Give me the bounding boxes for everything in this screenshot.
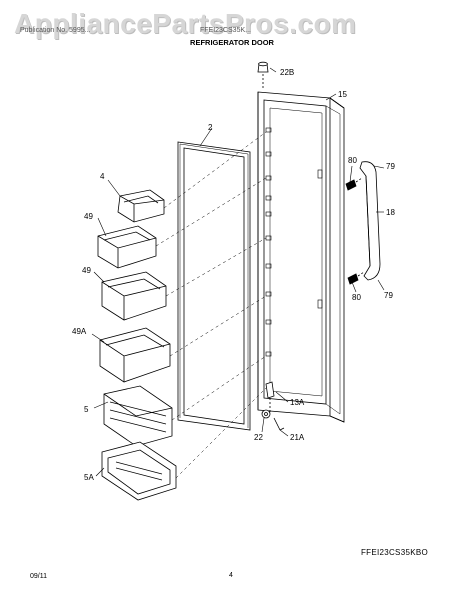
publication-date: 09/11 (30, 573, 47, 580)
part-49A-door-bin (99, 327, 171, 383)
callout-22: 22 (254, 433, 263, 442)
callout-80-lower: 80 (352, 293, 361, 302)
callout-5: 5 (84, 405, 89, 414)
callout-49-upper: 49 (84, 212, 93, 221)
callout-80-upper: 80 (348, 156, 357, 165)
callout-79-upper: 79 (386, 162, 395, 171)
part-4-door-bin (117, 189, 165, 223)
callout-5A: 5A (84, 473, 94, 482)
callout-22B: 22B (280, 68, 294, 77)
leader-lines (91, 67, 385, 477)
callout-15: 15 (338, 90, 347, 99)
part-49-door-bin-upper (97, 225, 157, 269)
callout-13A: 13A (290, 398, 305, 407)
part-49-door-bin-lower (101, 271, 167, 321)
publication-header: Publication No. 5995... (20, 27, 91, 34)
screws-80-79 (345, 177, 365, 285)
model-header: FFEI23CS35K... (200, 27, 251, 34)
callout-2: 2 (208, 123, 213, 132)
part-18-door-handle (359, 161, 381, 281)
part-2-gasket (177, 141, 251, 431)
part-5A-dairy-door (101, 441, 177, 501)
callout-49A: 49A (72, 327, 87, 336)
callout-18: 18 (386, 208, 395, 217)
callout-79-lower: 79 (384, 291, 393, 300)
part-22B-hinge-cap (257, 61, 269, 90)
callout-21A: 21A (290, 433, 305, 442)
model-number: FFEI23CS35KBO (360, 548, 428, 557)
diagram-title: REFRIGERATOR DOOR (190, 38, 274, 47)
callout-4: 4 (100, 172, 105, 181)
door-shell (257, 91, 345, 423)
page-number: 4 (229, 572, 233, 579)
callout-49-lower: 49 (82, 266, 91, 275)
alignment-lines (155, 131, 267, 479)
watermark: AppliancePartsPros.com (14, 8, 357, 39)
bottom-hinge-parts (261, 381, 285, 431)
part-5-dairy-frame (103, 385, 173, 447)
